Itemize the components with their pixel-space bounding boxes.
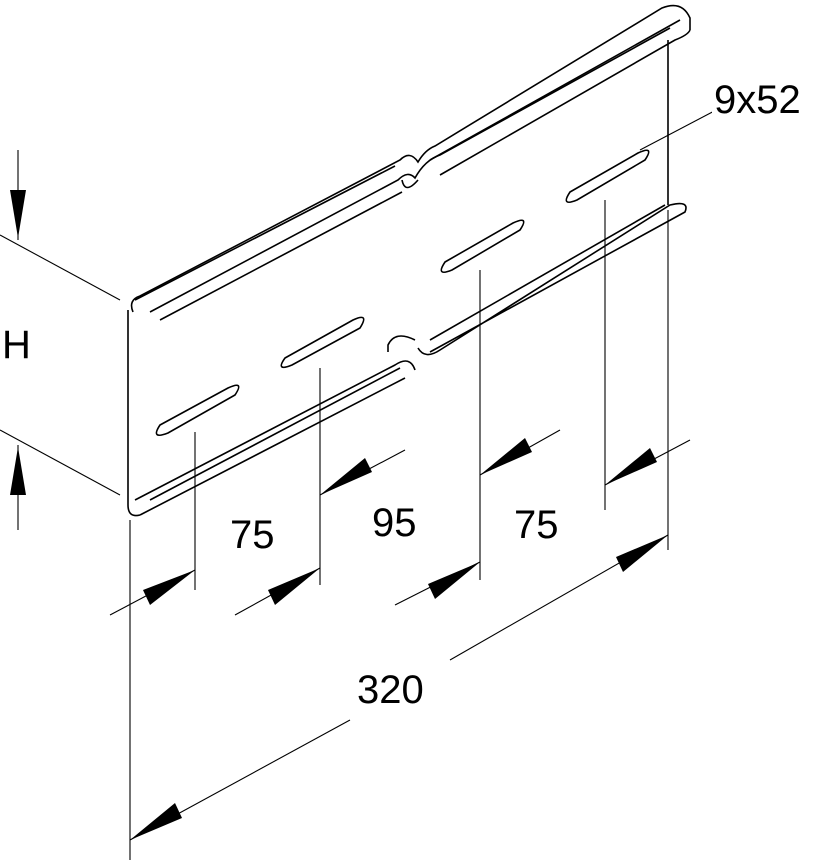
dimension-lines	[0, 107, 721, 860]
dimension-label-75-left: 75	[228, 513, 277, 557]
plate-outline	[127, 4, 691, 517]
dimension-label-75-right: 75	[512, 503, 561, 547]
slots	[155, 149, 650, 436]
height-label: H	[0, 323, 33, 367]
dimension-label-95: 95	[370, 501, 419, 545]
arrowheads	[10, 190, 668, 840]
slot-size-label: 9x52	[712, 78, 803, 122]
total-length-label: 320	[355, 668, 426, 712]
